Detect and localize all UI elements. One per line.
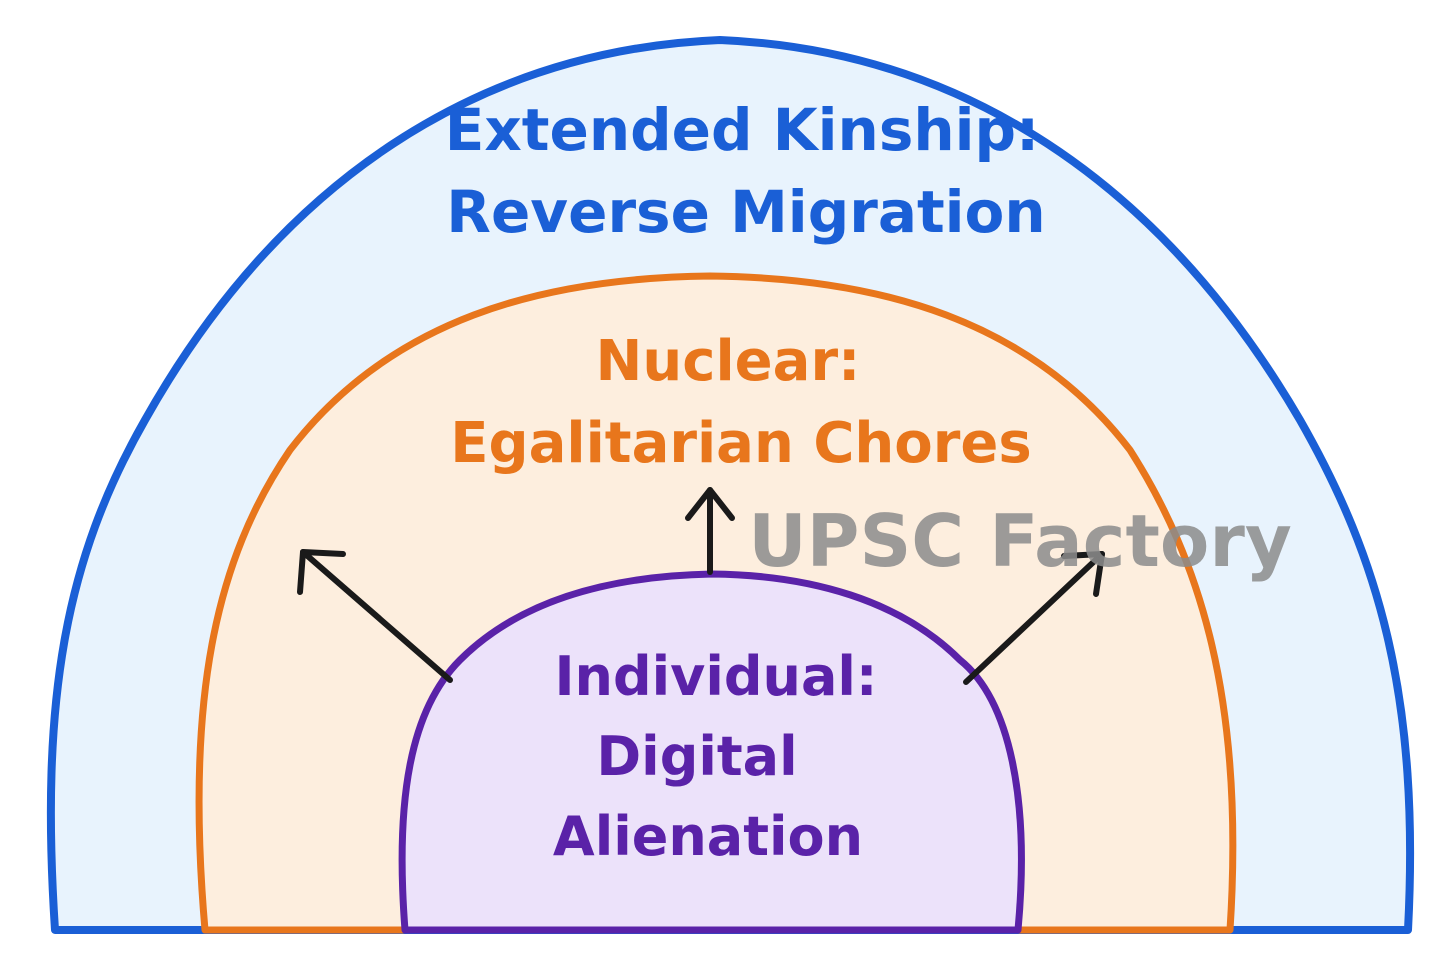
outer-layer-label-line1: Extended Kinship: (445, 96, 1039, 164)
inner-layer-label-line2: Digital (596, 725, 797, 788)
arrows-group (297, 487, 1105, 685)
middle-layer-label-line2: Egalitarian Chores (450, 411, 1031, 476)
arrow-left-head (297, 549, 346, 595)
inner-layer-label-line1: Individual: (554, 645, 877, 708)
middle-layer-label-line1: Nuclear: (596, 329, 861, 394)
arrow-right-shaft (963, 551, 1105, 685)
outer-layer-label-line2: Reverse Migration (446, 178, 1045, 246)
inner-layer-label-line3: Alienation (553, 805, 863, 868)
arrow-left-shaft (300, 549, 453, 683)
arrow-up-head (685, 487, 735, 521)
watermark-text: UPSC Factory (748, 499, 1292, 583)
arrow-right-head (1061, 551, 1105, 597)
